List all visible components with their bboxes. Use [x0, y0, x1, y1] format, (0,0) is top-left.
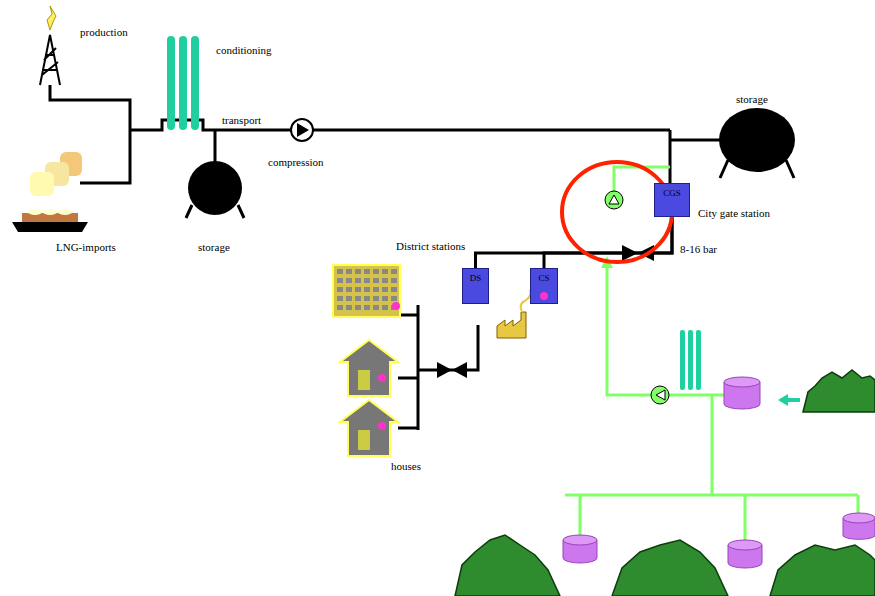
houses-illustration: [340, 340, 398, 456]
flare: [47, 6, 56, 30]
production-tower: [40, 35, 60, 85]
label: houses: [391, 460, 421, 472]
lng-tanks: [30, 152, 82, 196]
label: District stations: [396, 240, 465, 252]
storage-right: [719, 108, 795, 178]
label: compression: [268, 156, 324, 168]
label: transport: [222, 114, 261, 126]
compressor: [291, 119, 313, 141]
station-code: DS: [470, 269, 482, 283]
station-code: CGS: [663, 184, 681, 198]
label: LNG-imports: [56, 241, 116, 253]
valve-district: [437, 362, 467, 378]
label: conditioning: [216, 44, 272, 56]
office-building: [333, 265, 400, 317]
green-pumps: [605, 191, 669, 404]
lng-ship: [12, 209, 88, 232]
label: City gate station: [698, 207, 770, 219]
transport-pipes: [50, 85, 720, 430]
station-code: CS: [538, 269, 549, 283]
label: storage: [736, 93, 768, 105]
teal-arrow: [778, 394, 800, 406]
station-box: DS: [462, 268, 489, 304]
biogas-conditioning: [680, 330, 701, 390]
factory: [497, 290, 531, 338]
conditioning-columns: [167, 36, 199, 130]
green-gas-pipes: [565, 167, 858, 545]
label: storage: [198, 241, 230, 253]
station-box: CGS: [654, 183, 690, 217]
station-box: CS: [530, 268, 558, 304]
bushes: [455, 370, 875, 596]
label: 8-16 bar: [680, 243, 717, 255]
label: production: [80, 26, 128, 38]
storage-left: [186, 161, 244, 218]
meter-dot: [540, 292, 548, 300]
